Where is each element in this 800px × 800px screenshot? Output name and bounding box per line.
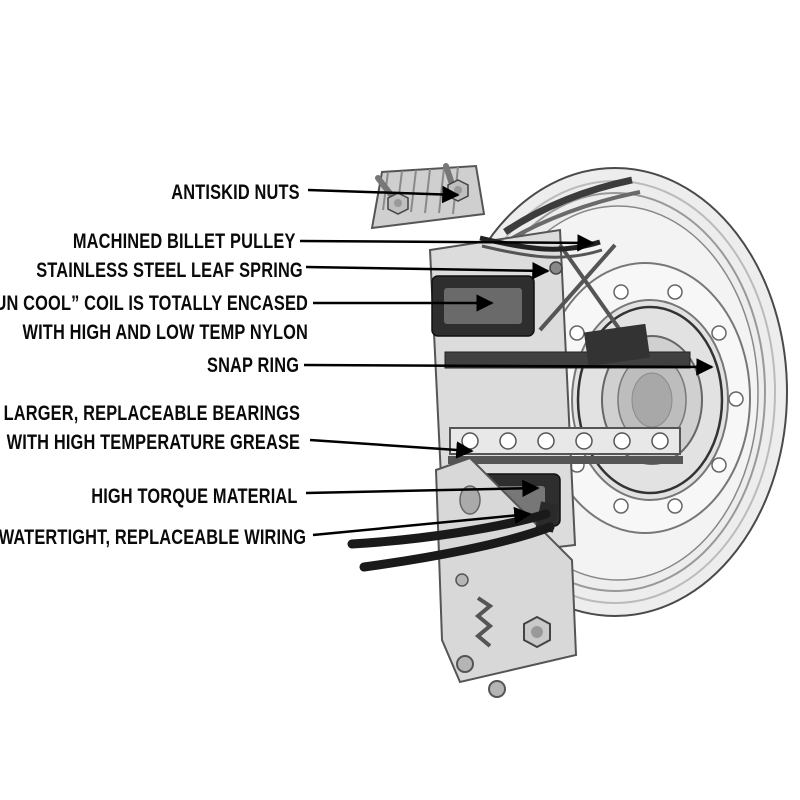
leader-lines	[299, 185, 714, 537]
leader-bearings	[309, 438, 474, 459]
bearing-balls-ring	[552, 284, 744, 514]
label-high-torque-material: HIGH TORQUE MATERIAL	[92, 482, 298, 511]
mounting-bracket-part	[434, 456, 578, 698]
replaceable-bearings-part	[448, 427, 683, 464]
label-stainless-steel-leaf-spring: STAINLESS STEEL LEAF SPRING	[36, 256, 303, 285]
leader-snap-ring	[303, 358, 714, 376]
label-text: HIGH TORQUE MATERIAL	[91, 485, 298, 508]
leader-antiskid-nuts	[307, 185, 460, 204]
leader-high-torque	[305, 479, 540, 498]
antiskid-nuts-part	[370, 163, 486, 230]
label-text: STAINLESS STEEL LEAF SPRING	[36, 259, 303, 282]
label-machined-billet-pulley: MACHINED BILLET PULLEY	[73, 227, 296, 256]
snap-ring-part	[576, 305, 724, 495]
label-snap-ring: SNAP RING	[207, 351, 299, 380]
label-text: “RUN COOL” COIL IS TOTALLY ENCASED	[0, 292, 308, 315]
leader-machined-billet-pulley	[299, 234, 595, 252]
label-bearings: LARGER, REPLACEABLE BEARINGS WITH HIGH T…	[4, 399, 300, 457]
label-text: WITH HIGH TEMPERATURE GREASE	[6, 431, 300, 454]
leader-wiring	[312, 506, 532, 537]
label-run-cool-coil: “RUN COOL” COIL IS TOTALLY ENCASED WITH …	[0, 289, 308, 347]
label-text: LARGER, REPLACEABLE BEARINGS	[3, 402, 300, 425]
label-text: SNAP RING	[206, 354, 299, 377]
label-antiskid-nuts: ANTISKID NUTS	[171, 178, 300, 207]
leader-leaf-spring	[305, 261, 550, 280]
label-watertight-wiring: WATERTIGHT, REPLACEABLE WIRING	[0, 523, 306, 552]
label-text: MACHINED BILLET PULLEY	[73, 230, 296, 253]
label-text: ANTISKID NUTS	[171, 181, 300, 204]
label-text: WATERTIGHT, REPLACEABLE WIRING	[0, 526, 306, 549]
label-text: WITH HIGH AND LOW TEMP NYLON	[22, 321, 308, 344]
